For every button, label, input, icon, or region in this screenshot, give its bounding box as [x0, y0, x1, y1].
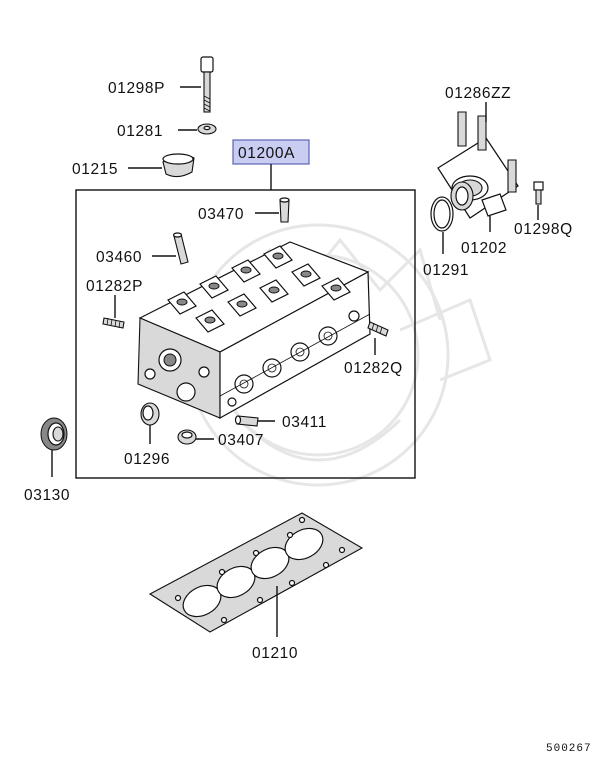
label-03130[interactable]: 03130	[24, 487, 70, 504]
seal-01202-part[interactable]	[450, 181, 474, 211]
label-03411[interactable]: 03411	[282, 414, 327, 431]
label-01298Q[interactable]: 01298Q	[514, 221, 573, 238]
bolt-01298P-part[interactable]	[200, 56, 214, 113]
stud-01282P-part[interactable]	[102, 317, 125, 329]
label-01282P[interactable]: 01282P	[86, 278, 143, 295]
label-01281[interactable]: 01281	[117, 123, 163, 140]
label-01200A[interactable]: 01200A	[238, 145, 295, 162]
label-03470[interactable]: 03470	[198, 206, 244, 223]
dowel-03470-part[interactable]	[279, 197, 290, 223]
label-01286ZZ[interactable]: 01286ZZ	[445, 85, 511, 102]
label-01291[interactable]: 01291	[423, 262, 469, 279]
bolt-01298Q-part[interactable]	[533, 181, 544, 205]
label-03460[interactable]: 03460	[96, 249, 142, 266]
label-01215[interactable]: 01215	[72, 161, 118, 178]
label-01298P[interactable]: 01298P	[108, 80, 165, 97]
o-ring-01291-part[interactable]	[430, 196, 454, 232]
diagram-reference-number: 500267	[546, 743, 592, 755]
head-gasket-01210-part[interactable]	[148, 512, 364, 633]
label-01202[interactable]: 01202	[461, 240, 507, 257]
cap-01215-part[interactable]	[162, 153, 195, 178]
label-01282Q[interactable]: 01282Q	[344, 360, 403, 377]
label-03407[interactable]: 03407	[218, 432, 264, 449]
cylinder-head-assembly-box	[75, 189, 416, 479]
plug-03407-part[interactable]	[177, 429, 197, 445]
plug-03411-part[interactable]	[234, 415, 259, 427]
label-01296[interactable]: 01296	[124, 451, 170, 468]
label-01210[interactable]: 01210	[252, 645, 298, 662]
stud-01282Q-part[interactable]	[367, 321, 389, 337]
washer-01281-part[interactable]	[197, 123, 217, 135]
cylinder-head-part[interactable]	[137, 241, 371, 420]
oil-seal-03130-part[interactable]	[40, 417, 68, 451]
plug-01296-part[interactable]	[140, 402, 160, 426]
pin-03460-part[interactable]	[172, 232, 189, 265]
label-01200A-highlight[interactable]	[232, 139, 310, 165]
